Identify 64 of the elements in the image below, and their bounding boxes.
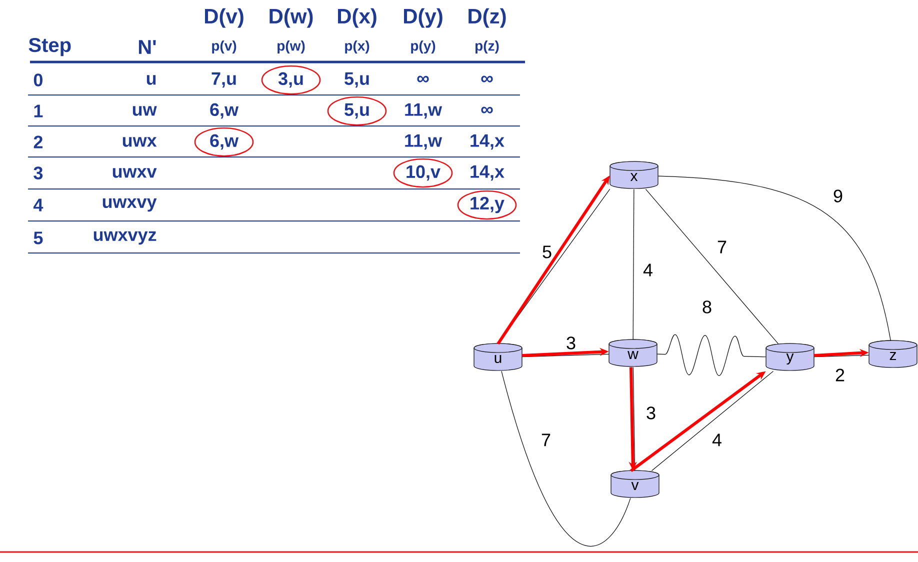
link-line xyxy=(658,176,891,342)
column-header: p(v) xyxy=(212,40,236,54)
table-cell: 0 xyxy=(34,74,42,86)
edge-label: 4 xyxy=(712,434,722,446)
edge-label: 9 xyxy=(834,190,842,202)
router-node: u xyxy=(474,343,522,371)
link-line xyxy=(632,188,634,340)
table-cell: uwxvyz xyxy=(94,231,156,245)
link-line xyxy=(645,188,779,344)
edge-label: 5 xyxy=(542,246,552,258)
table-cell: 14,x xyxy=(470,134,504,150)
link-line xyxy=(501,370,631,547)
column-header: Step xyxy=(28,38,71,56)
column-header: D(w) xyxy=(270,8,313,28)
edge-label: 8 xyxy=(702,300,712,314)
table-cell: 4 xyxy=(33,198,44,212)
table-cell: 11,w xyxy=(405,103,442,119)
column-header: p(w) xyxy=(278,40,305,54)
column-header: D(y) xyxy=(404,8,442,28)
column-header: D(v) xyxy=(205,8,244,28)
table-cell: 6,w xyxy=(210,103,239,119)
edge-label: 2 xyxy=(836,368,844,382)
link-line xyxy=(656,334,766,376)
table-cell: ∞ xyxy=(481,106,493,114)
router-node: v xyxy=(610,470,660,498)
table-cell: 11,w xyxy=(405,134,442,150)
column-header: D(z) xyxy=(468,8,506,28)
router-node: x xyxy=(610,161,658,189)
edge-label: 7 xyxy=(542,434,550,446)
edge-label: 3 xyxy=(566,336,576,350)
table-cell: 14,x xyxy=(470,165,504,181)
table-cell: 7,u xyxy=(212,72,236,88)
table-cell: 1 xyxy=(34,104,43,118)
table-cell: 10,v xyxy=(406,165,440,181)
column-header: p(y) xyxy=(411,40,436,54)
table-cell: 3 xyxy=(34,166,43,180)
table-cell: u xyxy=(146,75,156,85)
edge-label: 3 xyxy=(646,406,656,420)
table-cell: 5,u xyxy=(344,103,369,119)
column-header: N' xyxy=(138,40,156,54)
table-cell: 3,u xyxy=(278,72,303,88)
link-line xyxy=(632,366,636,472)
table-cell: 6,w xyxy=(210,134,239,150)
link-line xyxy=(522,354,610,358)
edge-label: 7 xyxy=(718,240,726,254)
table-cell: ∞ xyxy=(417,76,429,82)
column-header: p(x) xyxy=(345,40,370,54)
table-cell: 5,u xyxy=(344,72,369,88)
router-node: y xyxy=(766,343,814,371)
column-header: p(z) xyxy=(476,40,499,54)
column-header: D(x) xyxy=(338,8,376,28)
table-cell: uwxv xyxy=(112,168,157,178)
table-cell: 2 xyxy=(34,136,42,148)
edge-label: 4 xyxy=(643,264,652,276)
router-node: z xyxy=(868,340,918,368)
link-line xyxy=(814,354,870,358)
table-cell: uw xyxy=(132,106,157,116)
table-cell: 12,y xyxy=(470,196,504,214)
router-node: w xyxy=(608,339,658,367)
table-cell: 5 xyxy=(34,232,43,244)
table-cell: uwxvy xyxy=(102,198,157,212)
table-cell: uwx xyxy=(122,137,157,147)
link-line xyxy=(651,370,774,472)
table-cell: ∞ xyxy=(481,76,493,82)
